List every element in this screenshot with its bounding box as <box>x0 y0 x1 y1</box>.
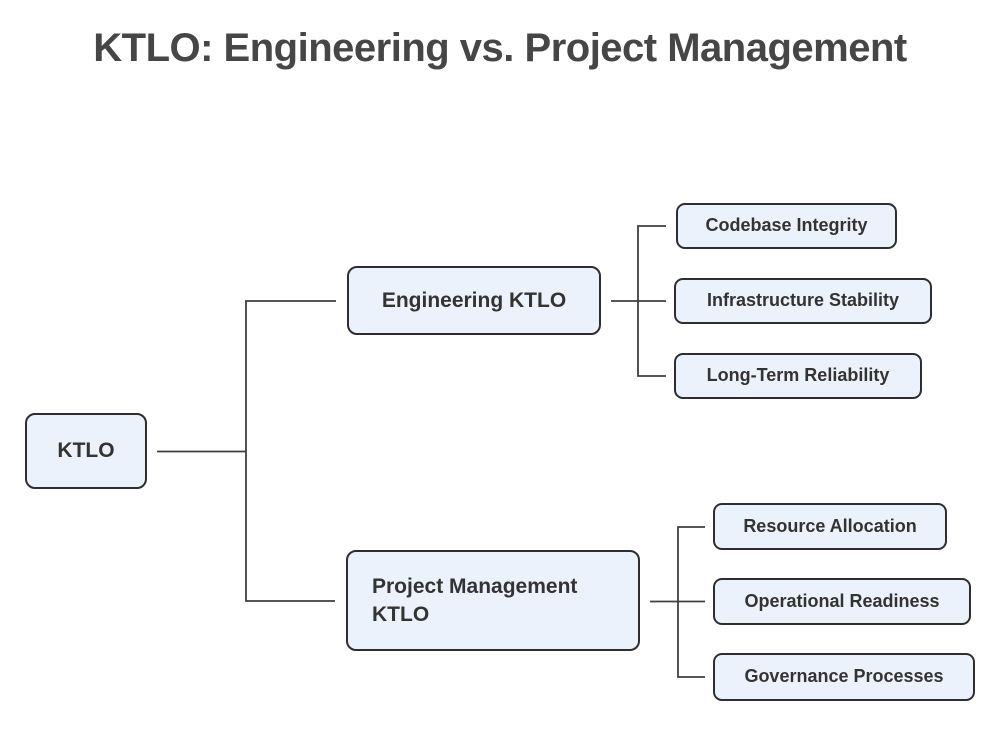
node-codebase-integrity: Codebase Integrity <box>676 203 897 249</box>
node-resource-allocation: Resource Allocation <box>713 503 947 550</box>
connector-pm-bracket <box>677 526 705 678</box>
node-engineering-ktlo: Engineering KTLO <box>347 266 601 335</box>
node-governance-processes: Governance Processes <box>713 653 975 701</box>
node-project-management-ktlo: Project Management KTLO <box>346 550 640 651</box>
connector-eng-bracket <box>637 225 666 377</box>
node-long-term-reliability: Long-Term Reliability <box>674 353 922 399</box>
node-infrastructure-stability: Infrastructure Stability <box>674 278 932 324</box>
diagram-title: KTLO: Engineering vs. Project Management <box>93 26 907 70</box>
connector-trunk-branches <box>245 300 336 602</box>
node-operational-readiness: Operational Readiness <box>713 578 971 625</box>
node-ktlo-root: KTLO <box>25 413 147 489</box>
